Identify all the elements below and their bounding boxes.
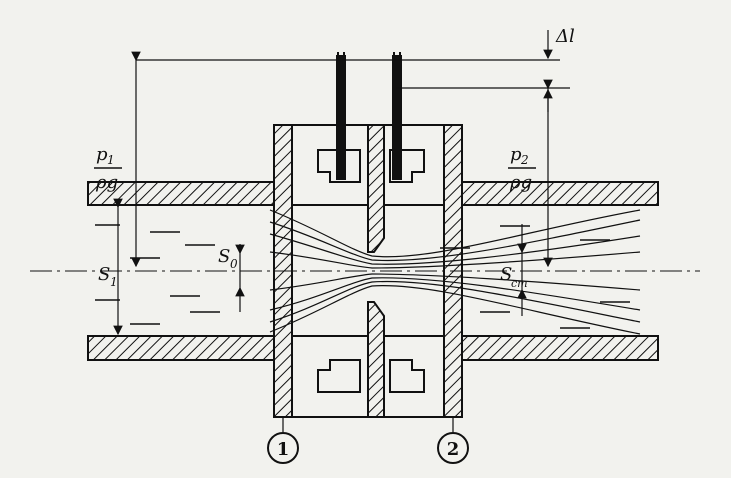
section-marker-1-label: 1 (277, 439, 290, 460)
label-s1: S 1 (98, 264, 118, 289)
section-marker-2: 2 (437, 432, 469, 464)
section-marker-2-label: 2 (447, 439, 460, 460)
section-marker-1: 1 (267, 432, 299, 464)
p2-numerator: p (510, 144, 522, 165)
p2-denominator: ρg (509, 172, 532, 193)
label-p2: p 2 ρg (508, 144, 536, 193)
head-dimensions (131, 30, 570, 268)
p1-denominator: ρg (95, 172, 118, 193)
s1-subscript: 1 (110, 275, 118, 289)
p1-subscript: 1 (107, 153, 115, 167)
sst-letter: S (500, 264, 512, 285)
section-dimensions (113, 198, 527, 336)
label-p1: p 1 ρg (94, 144, 122, 193)
label-sst: S ст (500, 264, 528, 290)
p1-numerator: p (96, 144, 108, 165)
label-s0: S 0 (218, 246, 238, 271)
p2-subscript: 2 (520, 153, 529, 167)
s0-subscript: 0 (230, 257, 238, 271)
sst-subscript: ст (511, 277, 528, 290)
s1-letter: S (98, 264, 110, 285)
section-leaders (282, 417, 454, 432)
piezometer-tubes (336, 52, 402, 180)
orifice-plate (367, 124, 385, 418)
flow-streamlines (269, 209, 641, 335)
s0-letter: S (218, 246, 230, 267)
turbulence-dashes (95, 224, 630, 329)
delta-l-label: Δl (555, 26, 575, 47)
